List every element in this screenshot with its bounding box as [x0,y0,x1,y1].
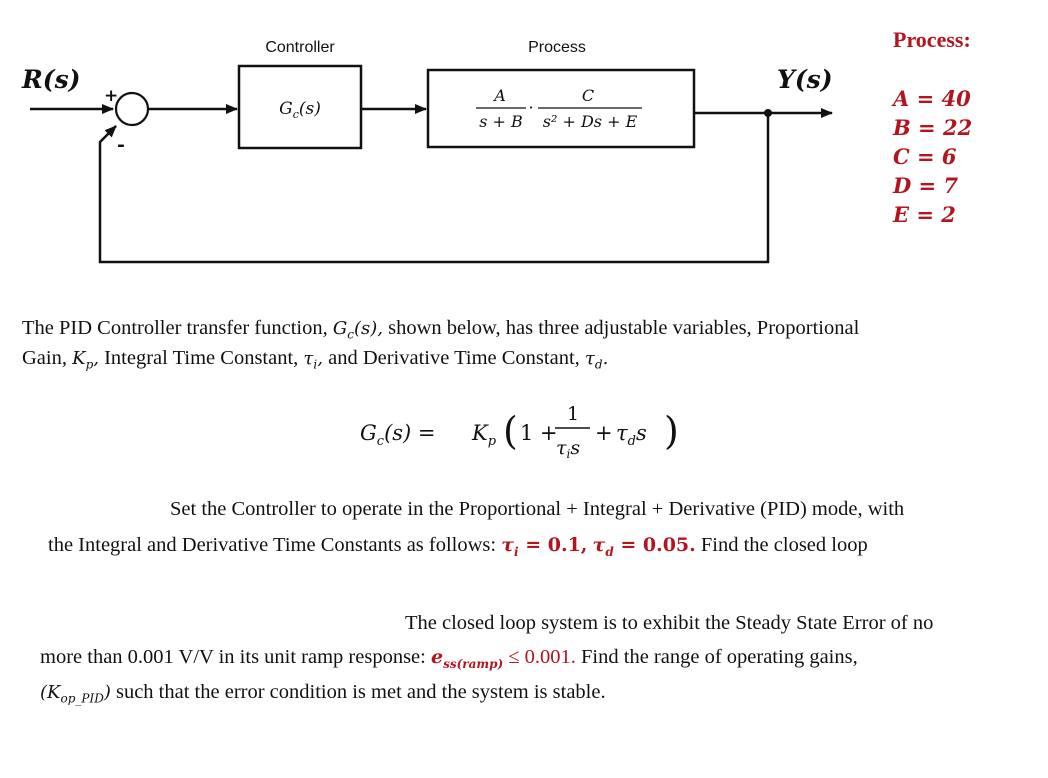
process-tf: A s + B · C s² + Ds + E [476,86,642,131]
feedback-path [98,113,770,264]
svg-text:·: · [528,98,533,117]
svg-text:1: 1 [567,403,579,425]
svg-text:(: ( [503,409,518,453]
summing-junction [114,91,150,127]
paragraph-2-line-1: Set the Controller to operate in the Pro… [170,498,905,520]
plus-sign: + [104,86,118,106]
svg-text:τis: τis [556,437,580,461]
controller-title: Controller [265,39,335,56]
paragraph-1-line-1: The PID Controller transfer function, Gc… [22,317,860,342]
paragraph-1-line-2: Gain, Kp, Integral Time Constant, τi, an… [22,347,609,372]
param-c: C = 6 [893,144,957,169]
param-a: A = 40 [893,86,971,111]
paragraph-3-line-3: (Kop_PID) such that the error condition … [40,681,606,706]
process-params-heading: Process: [893,27,971,52]
svg-text:Kp: Kp [471,421,497,449]
svg-text:s² + Ds + E: s² + Ds + E [543,112,638,131]
paragraph-3-line-2: more than 0.001 V/V in its unit ramp res… [40,646,858,671]
svg-text:Gc(s) =: Gc(s) = [360,421,436,449]
svg-text:+: + [595,421,613,445]
svg-text:1 +: 1 + [520,421,558,445]
minus-sign: - [117,134,125,156]
svg-text:C: C [582,86,594,105]
process-title: Process [528,39,586,56]
param-d: D = 7 [893,173,959,198]
param-e: E = 2 [893,202,956,227]
svg-text:τds: τds [616,421,647,449]
input-label: R(s) [21,65,81,94]
block-diagram: Controller Process R(s) Y(s) + - Gc(s) A… [21,39,833,264]
paragraph-3-line-1: The closed loop system is to exhibit the… [405,612,934,634]
svg-text:): ) [664,409,679,453]
controller-tf: Gc(s) [279,99,321,121]
controller-block [237,64,363,150]
output-label: Y(s) [777,65,833,94]
pid-formula: Gc(s) = Kp ( 1 + 1 τis + τds ) [360,403,679,461]
paragraph-2-line-2: the Integral and Derivative Time Constan… [48,534,868,559]
svg-text:A: A [492,86,506,105]
param-b: B = 22 [893,115,973,140]
svg-text:s + B: s + B [479,112,523,131]
